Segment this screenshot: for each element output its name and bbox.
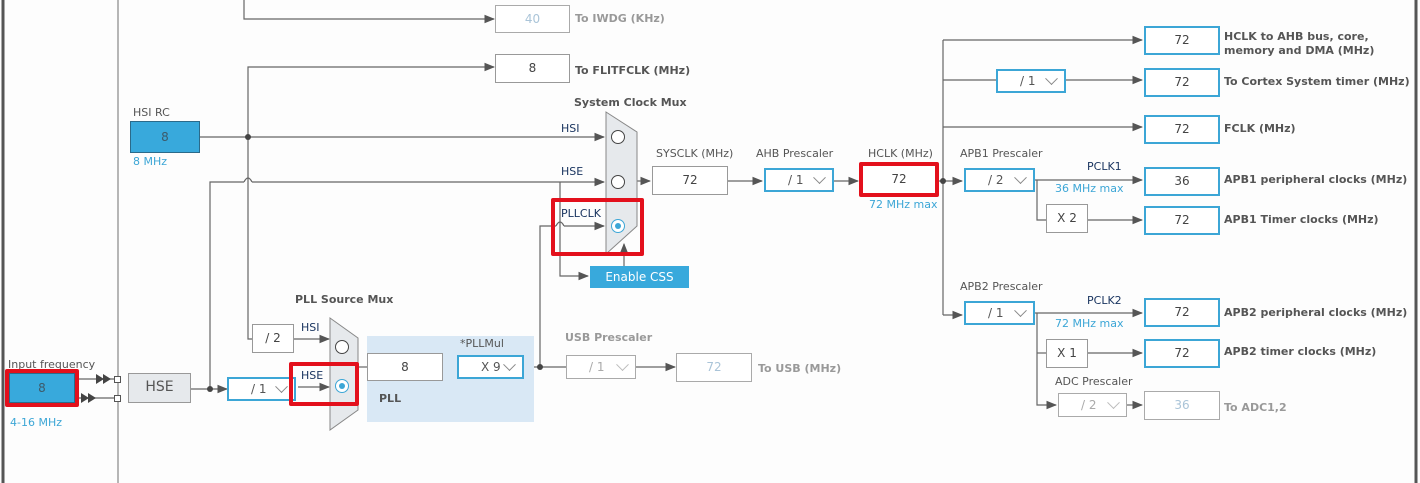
usb-prescaler-select[interactable]: / 1: [566, 355, 636, 379]
chevron-down-icon: [275, 379, 288, 393]
hclk-ahb-value: 72: [1144, 26, 1220, 55]
chevron-down-icon: [813, 170, 826, 184]
pllmul-select[interactable]: X 9: [457, 355, 524, 379]
apb1-timer-label: APB1 Timer clocks (MHz): [1224, 213, 1379, 226]
input-frequency-highlight: [5, 369, 79, 407]
osc-in-port: [114, 376, 121, 383]
cortex-label: To Cortex System timer (MHz): [1224, 75, 1410, 88]
adc-value: 36: [1144, 391, 1220, 420]
chevron-down-icon: [1045, 71, 1058, 85]
apb2-prescaler-label: APB2 Prescaler: [960, 280, 1043, 293]
sysmux-hse-label: HSE: [561, 165, 584, 178]
pclk2-label: PCLK2: [1087, 294, 1122, 307]
enable-css-button[interactable]: Enable CSS: [590, 266, 689, 288]
pll-input-value: 8: [367, 353, 443, 381]
chevron-down-icon: [1107, 395, 1120, 409]
usb-value: 72: [676, 353, 752, 382]
apb2-periph-label: APB2 peripheral clocks (MHz): [1224, 306, 1408, 319]
chevron-down-icon: [1014, 303, 1027, 317]
hse-prediv-select[interactable]: / 1: [227, 377, 296, 401]
pll-label: PLL: [379, 392, 402, 405]
iwdg-value: 40: [495, 5, 570, 33]
hclk-ahb-label-line2: memory and DMA (MHz): [1224, 44, 1375, 57]
apb2-periph-value: 72: [1144, 298, 1220, 327]
apb2-prescaler-select[interactable]: / 1: [964, 301, 1035, 325]
apb1-prescaler-value: / 2: [988, 173, 1004, 187]
sysclk-value: 72: [652, 166, 728, 195]
hsi-div2: / 2: [252, 324, 294, 353]
iwdg-label: To IWDG (KHz): [575, 12, 665, 25]
hsi-rc-value: 8: [130, 121, 200, 153]
chevron-down-icon: [503, 357, 516, 371]
ahb-prescaler-value: / 1: [788, 173, 804, 187]
fclk-value: 72: [1144, 115, 1220, 144]
sysmux-pllclk-label: PLLCLK: [561, 207, 601, 220]
apb2-timer-value: 72: [1144, 339, 1220, 368]
usb-prescaler-label: USB Prescaler: [565, 331, 653, 344]
apb1-timer-mul: X 2: [1046, 204, 1088, 233]
apb2-timer-mul: X 1: [1046, 339, 1088, 368]
pllmul-value: X 9: [481, 360, 501, 374]
input-frequency-field[interactable]: 8: [9, 373, 75, 403]
hclk-ahb-label-line1: HCLK to AHB bus, core,: [1224, 30, 1369, 43]
pclk1-note: 36 MHz max: [1055, 182, 1124, 195]
usb-prescaler-value: / 1: [589, 360, 605, 374]
input-frequency-label: Input frequency: [8, 358, 96, 371]
fclk-label: FCLK (MHz): [1224, 122, 1296, 135]
hsi-rc-label: HSI RC: [133, 106, 170, 119]
pll-src-hse-radio[interactable]: [335, 379, 349, 393]
pll-src-hsi-label: HSI: [301, 321, 320, 334]
pll-src-hse-highlight: [289, 362, 359, 406]
pll-src-hsi-radio[interactable]: [335, 340, 349, 354]
hclk-highlight: [859, 162, 939, 197]
adc-prescaler-label: ADC Prescaler: [1055, 375, 1133, 388]
hclk-field[interactable]: 72: [863, 166, 935, 193]
chevron-down-icon: [616, 357, 629, 371]
apb1-prescaler-label: APB1 Prescaler: [960, 147, 1043, 160]
apb1-periph-value: 36: [1144, 167, 1220, 196]
flitfclk-label: To FLITFCLK (MHz): [575, 64, 691, 77]
adc-prescaler-select[interactable]: / 2: [1058, 393, 1127, 417]
hclk-note: 72 MHz max: [869, 198, 938, 211]
hclk-label: HCLK (MHz): [868, 147, 933, 160]
pllmul-label: *PLLMul: [460, 337, 504, 350]
system-clock-mux-title: System Clock Mux: [574, 96, 687, 109]
apb1-periph-label: APB1 peripheral clocks (MHz): [1224, 173, 1408, 186]
pclk2-note: 72 MHz max: [1055, 317, 1124, 330]
sysmux-hse-radio[interactable]: [611, 175, 625, 189]
cortex-div-select[interactable]: / 1: [996, 69, 1066, 93]
usb-label: To USB (MHz): [758, 362, 842, 375]
hse-prediv-value: / 1: [251, 382, 267, 396]
apb2-timer-label: APB2 timer clocks (MHz): [1224, 345, 1377, 358]
ahb-prescaler-select[interactable]: / 1: [764, 168, 834, 192]
ahb-prescaler-label: AHB Prescaler: [756, 147, 834, 160]
apb2-prescaler-value: / 1: [988, 306, 1004, 320]
osc-out-port: [114, 395, 121, 402]
pll-src-hse-label: HSE: [301, 369, 324, 382]
sysclk-label: SYSCLK (MHz): [656, 147, 734, 160]
flitfclk-value: 8: [495, 54, 570, 83]
chevron-down-icon: [1014, 170, 1027, 184]
hse-oscillator: HSE: [128, 373, 191, 403]
input-frequency-range: 4-16 MHz: [10, 416, 62, 429]
adc-prescaler-value: / 2: [1081, 398, 1097, 412]
hsi-rc-note: 8 MHz: [133, 155, 168, 168]
adc-label: To ADC1,2: [1224, 401, 1287, 414]
sysmux-hsi-label: HSI: [561, 122, 580, 135]
pclk1-label: PCLK1: [1087, 160, 1122, 173]
sysmux-pllclk-radio[interactable]: [611, 219, 625, 233]
pll-source-mux-title: PLL Source Mux: [295, 293, 394, 306]
sysmux-hsi-radio[interactable]: [611, 130, 625, 144]
cortex-div-value: / 1: [1020, 74, 1036, 88]
apb1-prescaler-select[interactable]: / 2: [964, 168, 1035, 192]
sysmux-pllclk-highlight: [551, 198, 644, 256]
cortex-value: 72: [1144, 68, 1220, 97]
apb1-timer-value: 72: [1144, 206, 1220, 235]
